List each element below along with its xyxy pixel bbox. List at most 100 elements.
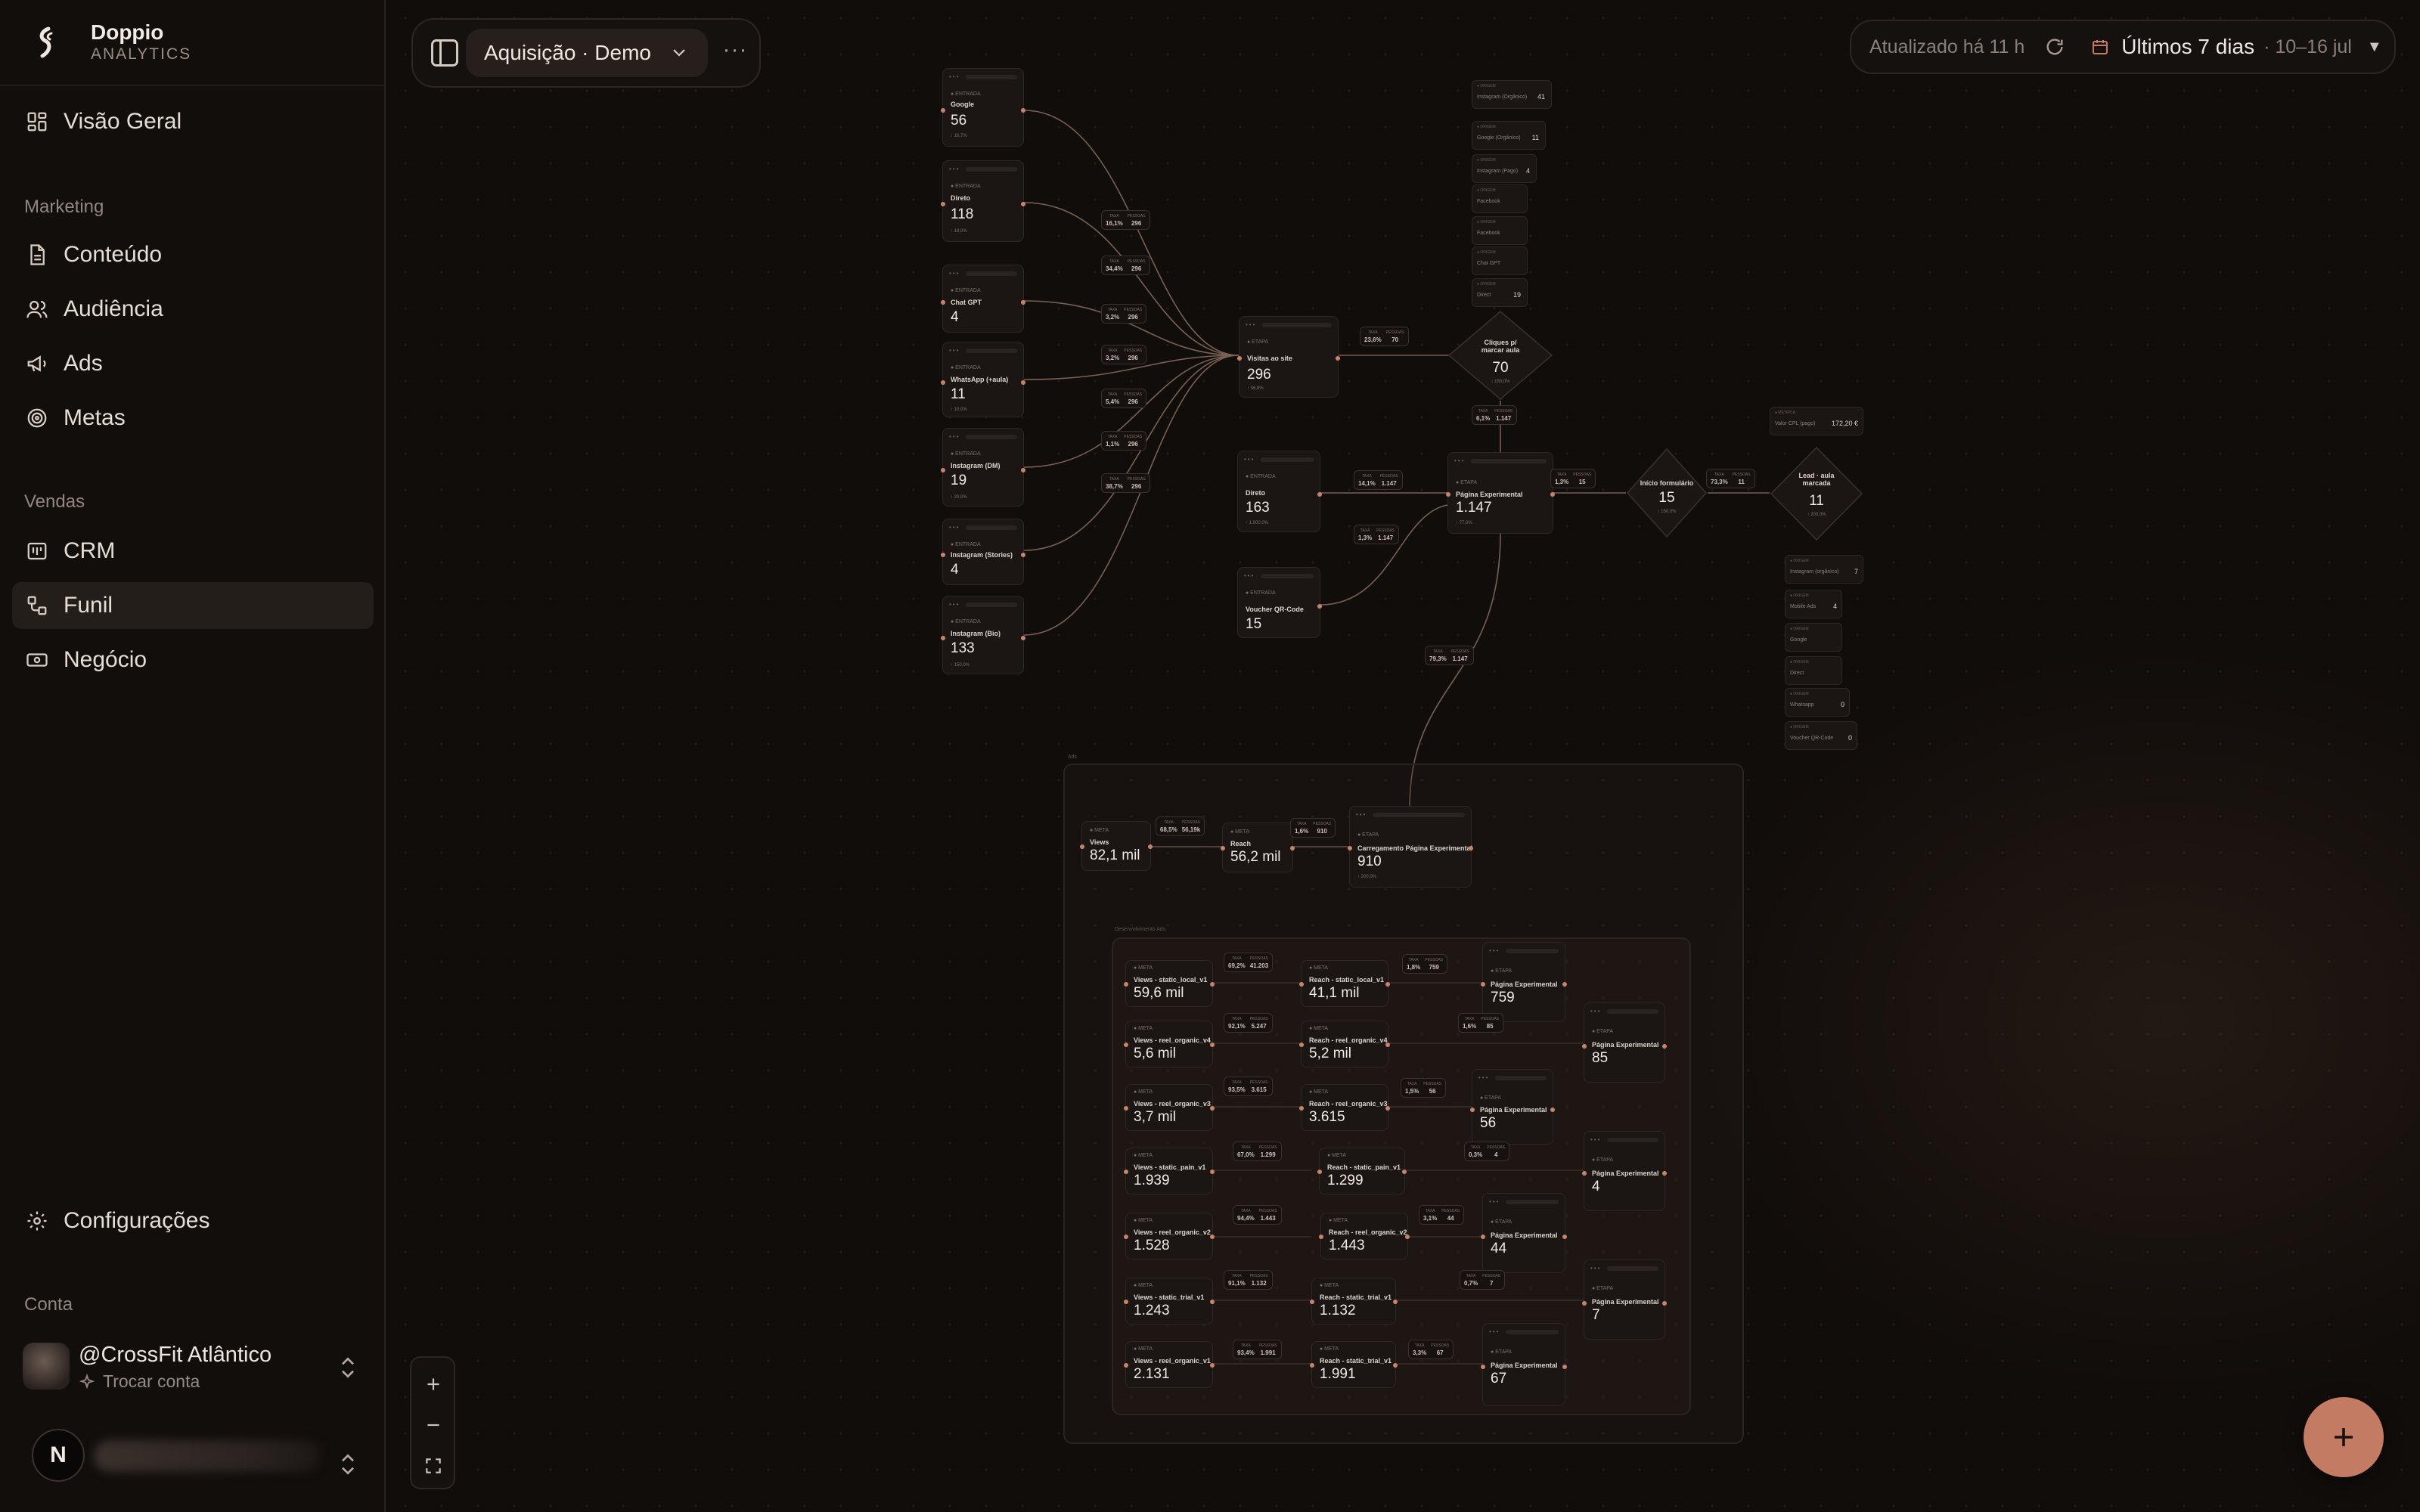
nav-item-business[interactable]: Negócio bbox=[12, 637, 374, 683]
brand[interactable]: Doppio ANALYTICS bbox=[30, 20, 191, 65]
nav-item-overview[interactable]: Visão Geral bbox=[12, 98, 374, 145]
target-icon bbox=[27, 408, 47, 428]
account-name[interactable]: @CrossFit Atlântico bbox=[79, 1343, 272, 1367]
source-node[interactable]: ••• ● ENTRADA Instagram (Bio) 133 ↑ 150,… bbox=[941, 596, 1025, 674]
clicks-node[interactable]: Cliques p/ marcar aula 70 ↑ 150,0% bbox=[1447, 310, 1553, 401]
diamond-shape bbox=[1626, 448, 1708, 538]
source-title: Instagram (DM) bbox=[951, 462, 1001, 469]
source-node[interactable]: ••• ● ENTRADA Direto 118 ↑ 18,0% bbox=[941, 160, 1025, 242]
ads-load-node[interactable]: ••• ● ETAPA Carregamento Página Experime… bbox=[1348, 806, 1473, 888]
ads-group-label: Ads bbox=[1068, 754, 1078, 760]
direct-node[interactable]: ••• ● ENTRADA Direto 163 ↑ 1.000,0% bbox=[1237, 451, 1322, 532]
source-foot: ↑ 20,0% bbox=[951, 495, 967, 500]
more-options-button[interactable]: ··· bbox=[722, 37, 748, 62]
flow-select[interactable]: Aquisição · Demo bbox=[466, 29, 708, 77]
source-title: Chat GPT bbox=[951, 299, 982, 306]
voucher-node[interactable]: ••• ● ENTRADA Voucher QR-Code 15 bbox=[1237, 567, 1322, 638]
diamond-shape bbox=[1770, 446, 1863, 541]
user-name-blurred bbox=[94, 1440, 321, 1472]
nav-label: Ads bbox=[64, 351, 103, 376]
refresh-icon[interactable] bbox=[2044, 36, 2065, 57]
switch-account[interactable]: Trocar conta bbox=[79, 1371, 200, 1392]
funnel-canvas[interactable] bbox=[387, 0, 2420, 1512]
source-title: Instagram (Stories) bbox=[951, 551, 1013, 559]
gear-icon bbox=[27, 1211, 47, 1231]
nav-item-funnel[interactable]: Funil bbox=[12, 582, 374, 629]
updated-label: Atualizado há 11 h bbox=[1869, 36, 2025, 57]
nav-item-settings[interactable]: Configurações bbox=[12, 1198, 374, 1244]
nav-label: CRM bbox=[64, 538, 116, 563]
source-node[interactable]: ••• ● ENTRADA Instagram (DM) 19 ↑ 20,0% bbox=[941, 428, 1025, 507]
source-node[interactable]: ••• ● ENTRADA Instagram (Stories) 4 bbox=[941, 519, 1025, 585]
account-avatar[interactable] bbox=[23, 1343, 70, 1390]
ads-reach-node[interactable]: ● META Reach 56,2 mil bbox=[1221, 823, 1295, 872]
lead-node[interactable]: Lead · aula marcada 11 ↑ 200,0% bbox=[1770, 446, 1863, 541]
user-avatar[interactable]: N bbox=[32, 1429, 85, 1482]
chevron-updown-icon[interactable] bbox=[337, 1452, 358, 1477]
zoom-out-button[interactable] bbox=[417, 1409, 449, 1441]
source-foot: ↑ 10,0% bbox=[951, 407, 967, 412]
zoom-in-button[interactable] bbox=[417, 1368, 449, 1400]
sidebar-toggle-icon[interactable] bbox=[428, 36, 461, 70]
nav-item-content[interactable]: Conteúdo bbox=[12, 231, 374, 278]
nav-label: Visão Geral bbox=[64, 109, 182, 134]
flow-name: Aquisição · Demo bbox=[484, 41, 651, 64]
nav-item-crm[interactable]: CRM bbox=[12, 528, 374, 575]
trial-page-node[interactable]: ••• ● ETAPA Página Experimental 1.147 ↑ … bbox=[1446, 452, 1555, 534]
form-start-node[interactable]: Início formulário 15 ↑ 150,0% bbox=[1626, 448, 1708, 538]
source-node[interactable]: ••• ● ENTRADA WhatsApp (+aula) 11 ↑ 10,0… bbox=[941, 342, 1025, 417]
add-node-button[interactable] bbox=[2304, 1397, 2384, 1477]
source-node[interactable]: ••• ● ENTRADA Google 56 ↑ 16,7% bbox=[941, 68, 1025, 147]
nav-label: Funil bbox=[64, 593, 113, 618]
source-value: 11 bbox=[951, 386, 966, 402]
visits-node[interactable]: ••• ● ETAPA Visitas ao site 296 ↑ 36,8% bbox=[1237, 316, 1340, 398]
nav-item-goals[interactable]: Metas bbox=[12, 395, 374, 442]
date-range-button[interactable]: Últimos 7 dias · 10–16 jul ▼ bbox=[2091, 35, 2382, 59]
nav-item-ads[interactable]: Ads bbox=[12, 340, 374, 387]
ads-views-node[interactable]: ● META Views 82,1 mil bbox=[1080, 821, 1153, 871]
fit-view-button[interactable] bbox=[417, 1450, 449, 1482]
source-node[interactable]: ••• ● ENTRADA Chat GPT 4 bbox=[941, 265, 1025, 333]
zoom-controls bbox=[410, 1356, 455, 1489]
chevron-updown-icon[interactable] bbox=[337, 1355, 358, 1380]
nav-item-audience[interactable]: Audiência bbox=[12, 286, 374, 333]
source-title: Google bbox=[951, 101, 974, 108]
